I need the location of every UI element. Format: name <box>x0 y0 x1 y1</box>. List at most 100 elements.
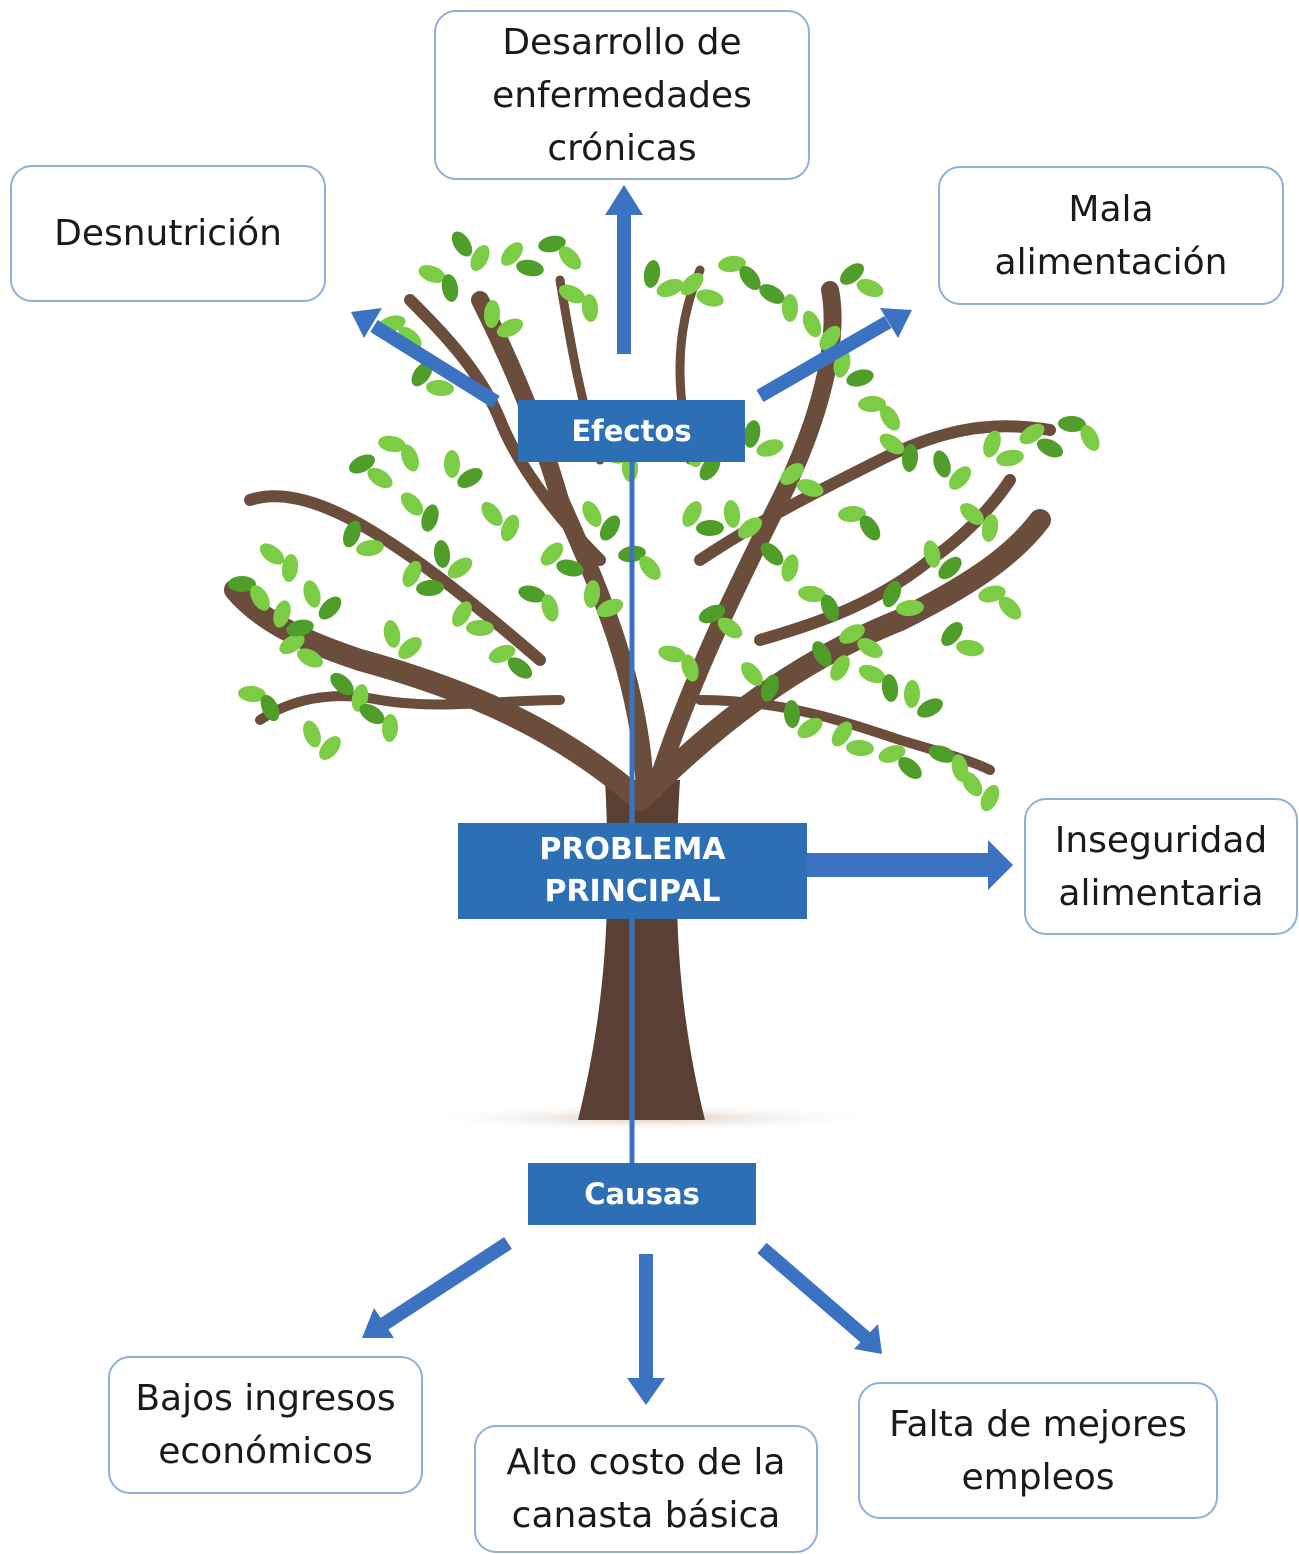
arrow-down-right-head <box>854 1324 882 1354</box>
leaf <box>596 598 624 618</box>
leaf <box>983 430 1001 458</box>
leaf <box>723 500 741 528</box>
leaf <box>743 420 761 448</box>
leaf <box>831 721 853 747</box>
leaf <box>761 674 779 702</box>
arrow-down-head <box>627 1378 665 1405</box>
effect-box-bad-diet: Mala alimentación <box>938 166 1284 305</box>
leaf <box>960 503 984 525</box>
leaf <box>797 717 823 739</box>
leaf <box>238 685 266 703</box>
leaf <box>540 542 564 566</box>
leaf <box>879 433 905 455</box>
leaf <box>928 745 956 763</box>
leaf <box>698 604 726 624</box>
leaf <box>466 619 494 637</box>
leaf <box>381 714 399 742</box>
leaf <box>433 540 451 568</box>
leaf <box>780 463 804 485</box>
leaf <box>923 540 941 568</box>
leaf <box>443 450 461 478</box>
leaf <box>796 479 824 497</box>
leaf <box>349 454 375 474</box>
leaf <box>421 504 439 532</box>
cause-box-high-cost: Alto costo de la canasta básica <box>474 1425 818 1553</box>
leaf <box>980 784 1000 812</box>
leaf <box>356 539 384 557</box>
leaf <box>319 736 341 760</box>
leaf <box>941 622 963 646</box>
leaf <box>452 601 472 627</box>
leaf <box>840 263 864 285</box>
leaf <box>879 405 901 431</box>
label-causes: Causas <box>528 1163 756 1225</box>
leaf <box>582 501 602 527</box>
leaf <box>483 300 501 328</box>
leaf <box>286 619 314 637</box>
leaf <box>318 596 342 620</box>
leaf <box>658 645 686 663</box>
leaf <box>682 501 702 527</box>
leaf <box>451 231 473 257</box>
leaf <box>556 559 584 577</box>
leaf <box>798 585 826 603</box>
arrow-down-right-shaft <box>757 1242 871 1344</box>
leaf <box>901 444 919 472</box>
leaf <box>846 739 874 757</box>
leaf <box>398 326 422 350</box>
leaf <box>903 680 921 708</box>
leaf <box>228 576 256 592</box>
leaf <box>343 520 361 548</box>
leaf <box>501 242 523 266</box>
leaf <box>378 435 406 453</box>
leaf <box>303 580 321 608</box>
leaf <box>898 757 922 779</box>
leaf <box>488 644 516 664</box>
leaf <box>998 596 1022 620</box>
leaf <box>260 694 280 722</box>
arrow-right-head <box>988 840 1013 890</box>
leaf <box>981 514 999 542</box>
cause-box-low-income: Bajos ingresos económicos <box>108 1356 423 1494</box>
leaf <box>878 745 906 763</box>
leaf <box>838 505 866 523</box>
leaf <box>717 617 743 639</box>
leaf <box>599 515 621 541</box>
leaf <box>398 637 422 659</box>
leaf <box>279 633 305 655</box>
leaf <box>882 580 902 608</box>
leaf <box>383 620 401 648</box>
leaf <box>400 492 424 516</box>
leaf <box>259 543 285 565</box>
leaf <box>402 560 422 588</box>
leaf <box>696 519 724 537</box>
leaf <box>401 444 419 472</box>
leaf <box>303 720 321 748</box>
effect-box-chronic-diseases: Desarrollo de enfermedades crónicas <box>434 10 810 180</box>
arrow-down-left-head <box>362 1308 394 1338</box>
leaf <box>741 662 763 686</box>
leaf <box>846 369 874 387</box>
leaf <box>507 657 533 679</box>
leaf <box>281 554 299 582</box>
leaf <box>500 514 520 542</box>
effect-box-undernutrition: Desnutrición <box>10 165 326 302</box>
leaf <box>739 265 761 291</box>
leaf <box>812 641 832 667</box>
leaf <box>783 700 801 728</box>
leaf <box>411 361 433 387</box>
leaf <box>367 467 393 489</box>
arrow-left-up-shaft <box>370 320 500 408</box>
leaf <box>416 579 444 597</box>
leaf <box>1036 438 1064 458</box>
leaf <box>481 501 503 527</box>
leaf <box>496 318 524 338</box>
leaf <box>643 260 661 288</box>
leaf <box>680 272 704 296</box>
leaf <box>896 599 924 617</box>
leaf <box>418 265 446 283</box>
leaf <box>538 235 566 253</box>
leaf <box>760 542 784 566</box>
leaf <box>457 468 483 488</box>
leaf <box>426 379 454 397</box>
